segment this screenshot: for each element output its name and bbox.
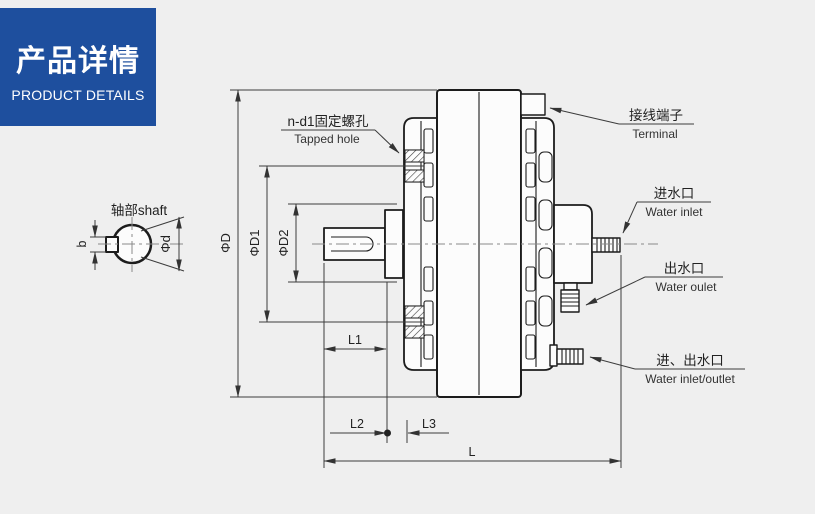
dim-phi-D-label: ΦD [218,233,233,253]
water-inlet-fitting [591,237,621,253]
dimension-L: L [323,445,622,464]
dim-L3-label: L3 [422,417,436,431]
callout-water-inlet-outlet-en: Water inlet/outlet [645,372,735,386]
dim-phi-d: Φd [140,216,185,272]
water-inlet-outlet-fitting [549,344,584,367]
product-details-banner: 产品详情 PRODUCT DETAILS [0,8,156,126]
tapped-hole-top [404,149,425,183]
dim-L2-label: L2 [350,417,364,431]
banner-title-en: PRODUCT DETAILS [11,87,145,103]
dim-b: b [75,220,106,270]
callout-terminal: 接线端子 Terminal [549,107,694,141]
callout-terminal-en: Terminal [632,127,677,141]
dim-phi-D2-label: ΦD2 [276,230,291,257]
dimension-phi-D: ΦD [218,89,437,398]
banner-title-zh: 产品详情 [16,45,140,78]
callout-tapped-hole-zh: n-d1固定螺孔 [287,114,369,129]
dimension-L1: L1 [323,333,387,352]
callout-water-inlet-en: Water inlet [646,205,704,219]
callout-water-inlet-outlet-zh: 进、出水口 [656,353,724,368]
callout-terminal-zh: 接线端子 [629,107,683,123]
dimension-L3: L3 [407,417,449,436]
callout-water-outlet-en: Water oulet [656,280,718,294]
dim-phi-d-label: Φd [158,235,173,253]
shaft-section-view: b Φd 轴部shaft [75,203,186,272]
callout-tapped-hole: n-d1固定螺孔 Tapped hole [281,114,400,154]
dimension-phi-D1: ΦD1 [247,165,424,323]
terminal-box [520,93,546,116]
dimension-L2: L2 [330,417,391,437]
dim-reference-dot [384,429,391,437]
dim-phi-D1-label: ΦD1 [247,230,262,257]
dimension-phi-D2: ΦD2 [276,203,397,283]
main-assembly-drawing [312,89,658,398]
callout-water-outlet-zh: 出水口 [664,261,705,276]
tapped-hole-bottom [404,305,425,339]
callout-water-inlet: 进水口 Water inlet [622,186,711,234]
dim-L1-label: L1 [348,333,362,347]
shaft-view-title: 轴部shaft [111,203,168,218]
callout-tapped-hole-en: Tapped hole [294,132,360,146]
dim-b-label: b [75,240,89,247]
right-cooling-slots [525,128,553,360]
callout-water-inlet-outlet: 进、出水口 Water inlet/outlet [589,353,745,386]
dim-L-label: L [469,445,476,459]
water-manifold [553,204,593,284]
callout-water-inlet-zh: 进水口 [654,186,695,201]
water-outlet-fitting [560,282,580,313]
callout-water-outlet: 出水口 Water oulet [585,261,723,306]
